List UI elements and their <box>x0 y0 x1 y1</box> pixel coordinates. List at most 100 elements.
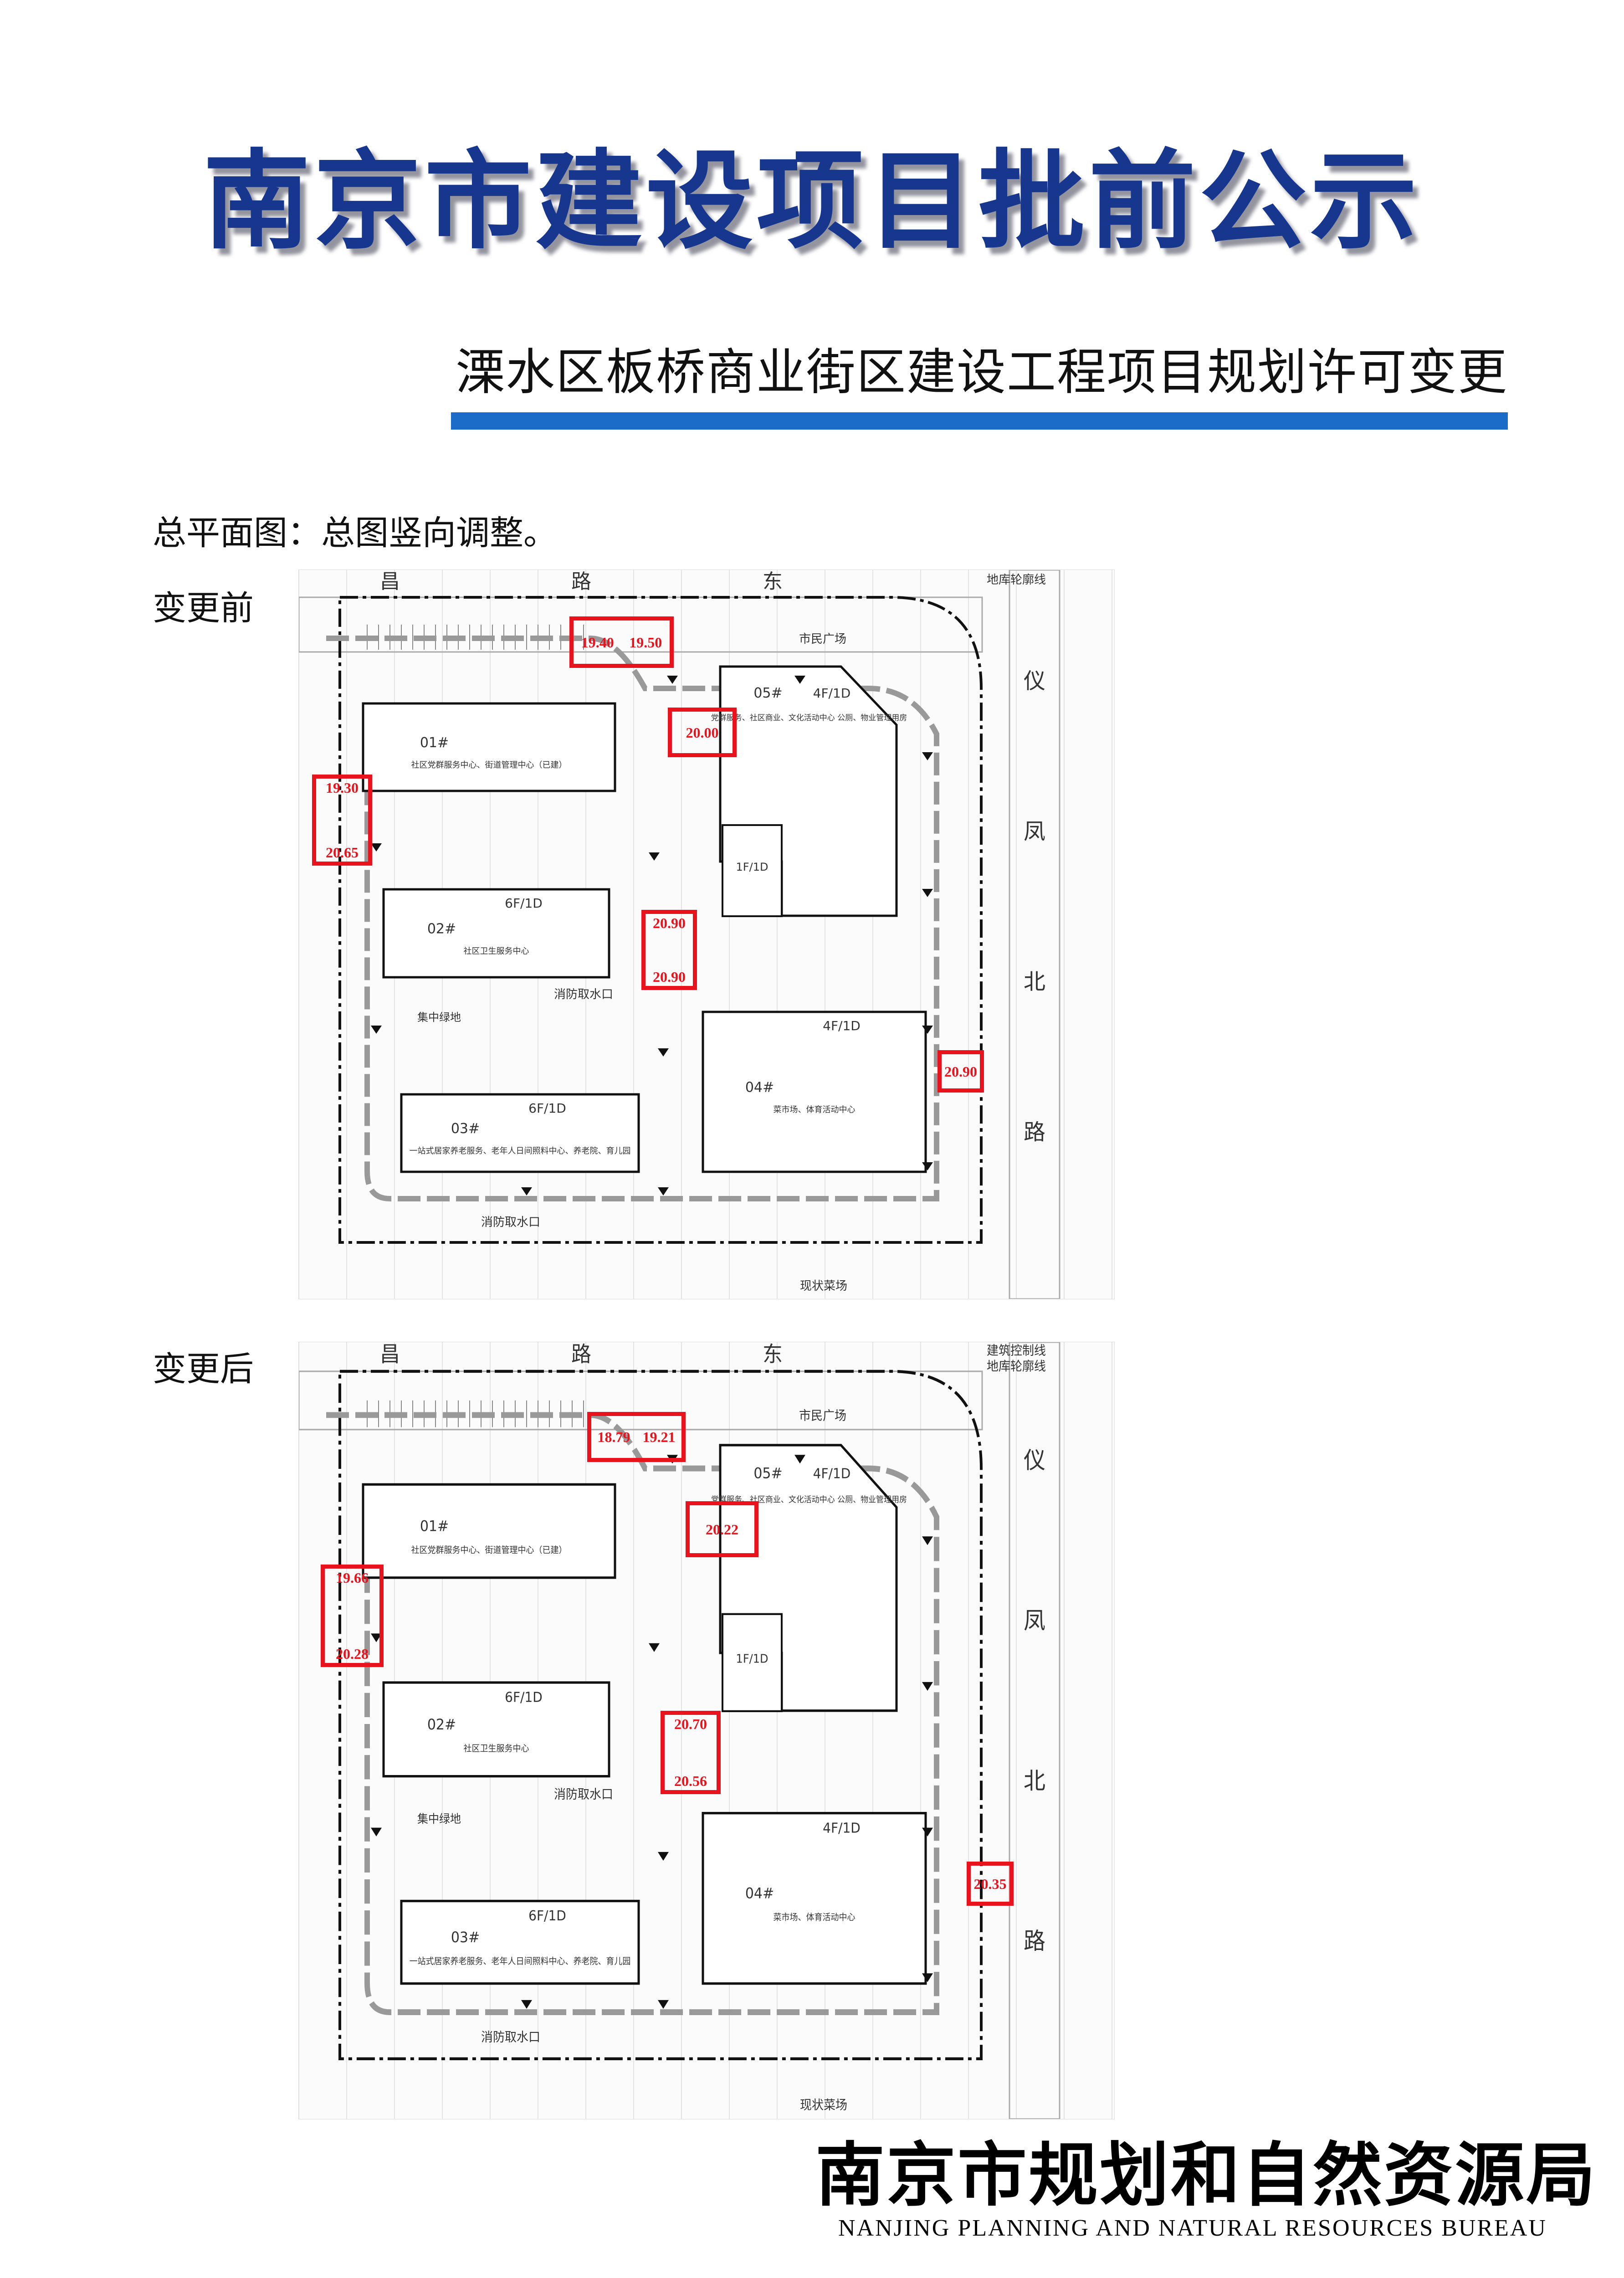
site-boundary <box>338 596 983 1244</box>
elevation-change-box: 20.35 <box>967 1862 1014 1906</box>
plaza-label: 市民广场 <box>799 632 846 646</box>
building-05-number: 05# <box>753 1465 782 1482</box>
building-01-number: 01# <box>420 735 449 751</box>
building-02-use: 社区卫生服务中心 <box>464 1744 529 1754</box>
elevation-marker <box>371 1026 382 1034</box>
building-04 <box>702 1011 927 1173</box>
elevation-value: 19.21 <box>642 1429 676 1445</box>
market-label: 现状菜场 <box>800 1279 847 1293</box>
site-boundary <box>338 1370 983 2061</box>
elevation-value: 20.28 <box>336 1646 369 1662</box>
elevation-change-box: 20.70 20.56 <box>661 1711 721 1794</box>
elevation-marker <box>922 1973 933 1982</box>
elevation-marker <box>922 752 933 760</box>
fire-water-label: 消防取水口 <box>554 1787 613 1802</box>
elevation-change-box: 19.40 19.50 <box>569 616 674 668</box>
elevation-marker <box>922 1682 933 1691</box>
building-02-use: 社区卫生服务中心 <box>464 947 529 956</box>
elevation-change-box: 20.00 <box>668 708 737 757</box>
building-01-use: 社区党群服务中心、街道管理中心（已建） <box>411 1545 567 1555</box>
road-name-char: 路 <box>571 570 591 593</box>
plaza-label: 市民广场 <box>799 1409 846 1423</box>
basement-line-label: 地库轮廓线 <box>987 1359 1046 1374</box>
green-label: 集中绿地 <box>417 1011 461 1024</box>
fire-water-label-bottom: 消防取水口 <box>481 2030 540 2045</box>
elevation-marker <box>922 1026 933 1034</box>
building-04-use: 菜市场、体育活动中心 <box>774 1105 856 1115</box>
building-1f <box>722 1613 783 1713</box>
elevation-value: 20.00 <box>686 724 719 741</box>
elevation-marker <box>794 1455 805 1464</box>
elevation-value: 20.70 <box>674 1716 707 1732</box>
elevation-marker <box>521 1187 532 1195</box>
building-line-label: 建筑控制线 <box>987 1344 1046 1358</box>
elevation-value: 19.50 <box>629 634 662 651</box>
fire-lane <box>326 1412 939 2015</box>
basement-line-label: 地库轮廓线 <box>987 573 1046 587</box>
building-01 <box>362 702 616 792</box>
green-label: 集中绿地 <box>417 1812 461 1826</box>
elevation-value: 20.35 <box>973 1875 1007 1892</box>
site-plan-before: 01# 社区党群服务中心、街道管理中心（已建） 02# 6F/1D 社区卫生服务中心 03… <box>298 570 1115 1299</box>
fire-water-label-bottom: 消防取水口 <box>481 1216 540 1229</box>
elevation-value: 20.90 <box>653 915 686 931</box>
building-03 <box>400 1899 640 1985</box>
building-01-number: 01# <box>420 1518 449 1535</box>
building-04-floors: 4F/1D <box>823 1820 861 1836</box>
elevation-value: 20.56 <box>674 1773 707 1789</box>
elevation-value: 20.22 <box>706 1521 738 1538</box>
building-03-number: 03# <box>451 1121 480 1137</box>
building-05-number: 05# <box>753 685 782 701</box>
elevation-change-box: 20.90 <box>938 1050 984 1093</box>
building-05-floors: 4F/1D <box>813 1466 851 1482</box>
fire-lane <box>326 636 939 1201</box>
building-01-use: 社区党群服务中心、街道管理中心（已建） <box>411 760 567 770</box>
building-01 <box>362 1483 616 1579</box>
building-04-floors: 4F/1D <box>823 1018 861 1033</box>
page-title: 南京市建设项目批前公示 <box>201 136 1421 266</box>
road-name-char: 昌 <box>380 1342 400 1367</box>
elevation-marker <box>922 1827 933 1837</box>
road-name-char: 东 <box>763 1342 783 1367</box>
road-name-char: 仪 <box>1024 668 1045 694</box>
right-road <box>1009 570 1060 1299</box>
road-name-char: 凤 <box>1024 1607 1045 1634</box>
site-plan-drawing: 01# 社区党群服务中心、街道管理中心（已建） 02# 6F/1D 社区卫生服务中心 03… <box>299 570 1112 1299</box>
elevation-change-box: 20.90 20.90 <box>641 910 697 990</box>
building-03-floors: 6F/1D <box>528 1101 566 1116</box>
building-03-floors: 6F/1D <box>528 1908 566 1924</box>
before-label: 变更前 <box>153 589 254 628</box>
plan-description: 总平面图：总图竖向调整。 <box>153 513 557 553</box>
elevation-marker <box>922 1536 933 1545</box>
accent-divider <box>451 412 1508 430</box>
elevation-value: 19.40 <box>581 634 614 651</box>
elevation-marker <box>371 843 382 852</box>
elevation-value: 20.90 <box>653 969 686 985</box>
fire-water-label: 消防取水口 <box>554 988 613 1001</box>
building-1f <box>722 824 783 917</box>
right-road <box>1009 1342 1060 2119</box>
building-02-floors: 6F/1D <box>505 1689 543 1705</box>
building-02-number: 02# <box>427 921 456 937</box>
elevation-marker <box>371 1633 382 1642</box>
road-name-char: 北 <box>1024 1767 1045 1795</box>
bureau-name-en: NANJING PLANNING AND NATURAL RESOURCES B… <box>838 2215 1547 2241</box>
top-road <box>299 1370 983 1431</box>
site-plan-drawing: 01#社区党群服务中心、街道管理中心（已建）02#6F/1D社区卫生服务中心03… <box>299 1342 1112 2119</box>
top-road <box>299 596 983 653</box>
elevation-value: 19.30 <box>326 780 359 796</box>
building-02 <box>382 888 610 979</box>
building-05-use: 党群服务、社区商业、文化活动中心 公厕、物业管理用房 <box>711 713 907 723</box>
building-04-number: 04# <box>745 1080 774 1096</box>
road-name-char: 北 <box>1024 969 1045 995</box>
road-name-char: 凤 <box>1024 819 1045 844</box>
road-name-char: 路 <box>1024 1928 1045 1955</box>
elevation-marker <box>658 1852 669 1861</box>
building-02-number: 02# <box>427 1716 456 1733</box>
road-name-char: 路 <box>1024 1119 1045 1145</box>
building-02 <box>382 1681 610 1778</box>
